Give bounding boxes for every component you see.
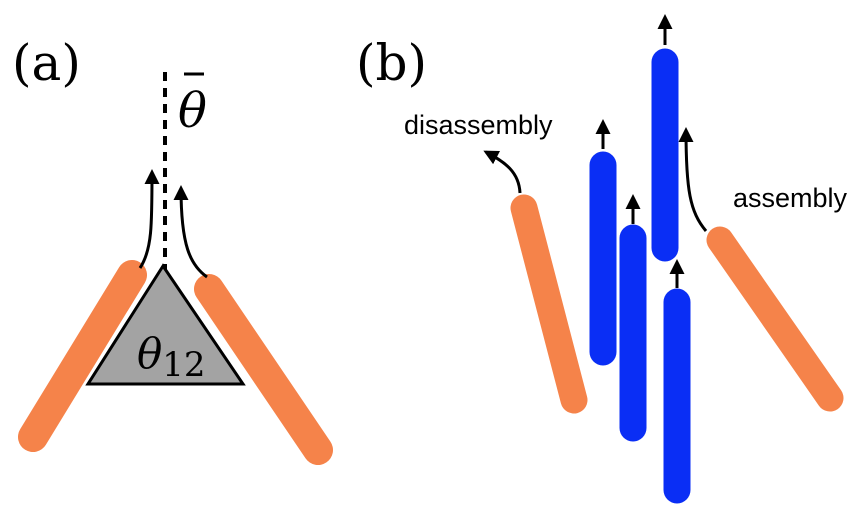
panel-a-label: (a) bbox=[12, 34, 81, 92]
left-rotation-arrow bbox=[138, 169, 160, 269]
right-rotation-arrow bbox=[173, 185, 208, 279]
angle-triangle bbox=[85, 263, 246, 386]
panel-a: (a) θ θ12 bbox=[12, 34, 333, 465]
theta-12-label: θ12 bbox=[137, 329, 206, 385]
right-orange-rod bbox=[194, 274, 333, 465]
assembly-orange-rod bbox=[706, 226, 844, 412]
panel-b-label: (b) bbox=[356, 34, 427, 92]
assembly-arrow bbox=[678, 127, 708, 232]
assembly-label: assembly bbox=[733, 183, 848, 213]
theta-bar-label: θ bbox=[178, 83, 207, 139]
panel-b: (b) disassembly assembly bbox=[356, 14, 848, 504]
left-orange-rod bbox=[18, 260, 147, 452]
disassembly-label: disassembly bbox=[404, 110, 553, 140]
disassembly-orange-rod bbox=[510, 194, 588, 414]
disassembly-arrow bbox=[483, 150, 522, 194]
